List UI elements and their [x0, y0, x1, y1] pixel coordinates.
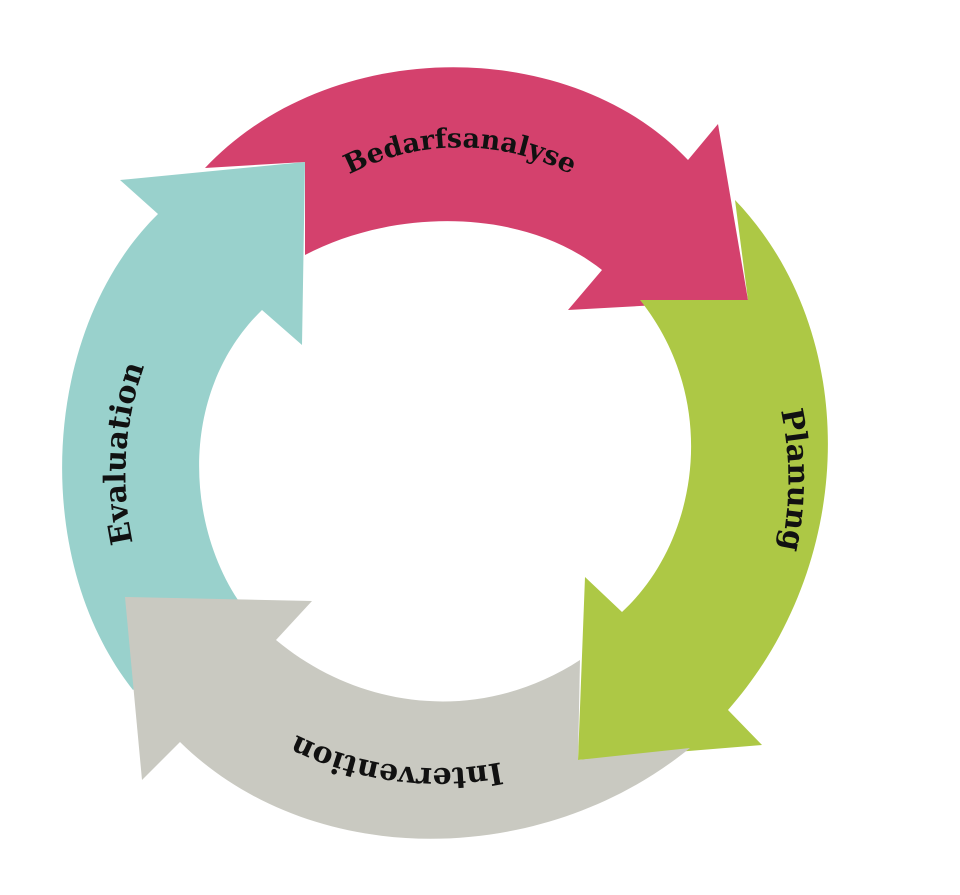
bedarfsanalyse-arrow [205, 67, 748, 310]
evaluation-arrow [62, 162, 305, 690]
intervention-arrow [125, 597, 690, 839]
planung-arrow [578, 200, 828, 760]
